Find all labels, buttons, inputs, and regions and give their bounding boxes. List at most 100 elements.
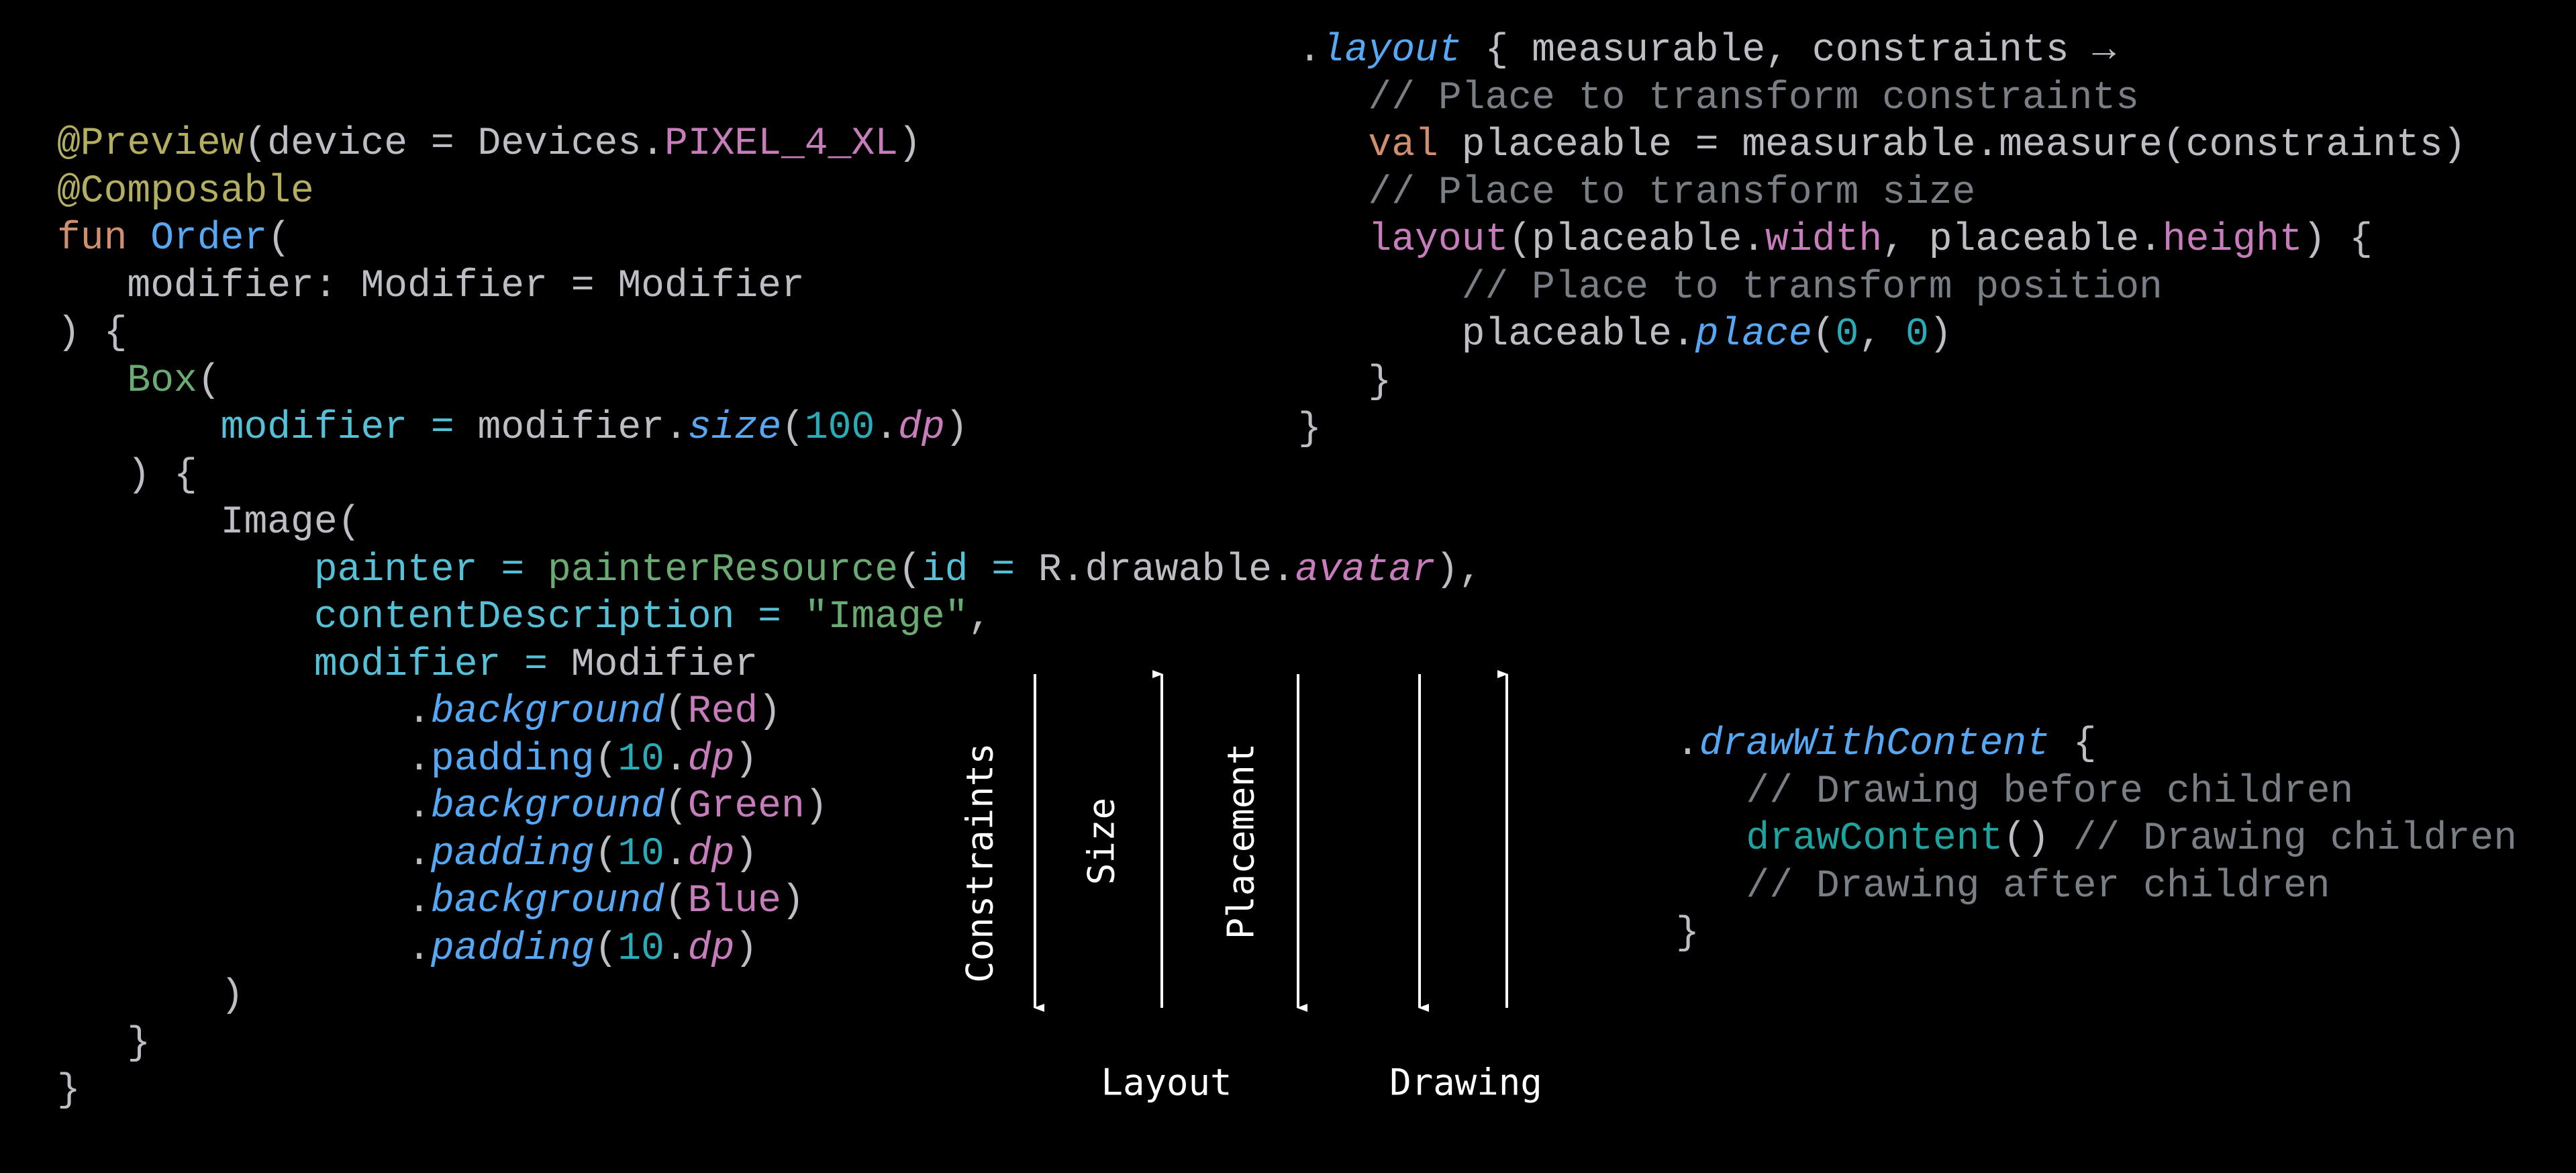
code-token: ( xyxy=(594,927,618,971)
code-token: } xyxy=(57,1069,81,1113)
code-line: } xyxy=(1298,406,2466,454)
code-token: // Drawing after children xyxy=(1676,864,2330,908)
code-line: modifier: Modifier = Modifier xyxy=(57,263,1482,311)
code-line: layout(placeable.width, placeable.height… xyxy=(1298,217,2466,265)
code-token: modifier = xyxy=(220,406,478,450)
code-token: dp xyxy=(687,737,735,782)
code-line: .padding(10.dp) xyxy=(57,831,1482,879)
code-token: ) xyxy=(944,406,969,450)
code-line: // Place to transform constraints xyxy=(1298,75,2466,123)
code-token: . xyxy=(57,880,431,923)
code-token: Order xyxy=(150,217,268,261)
code-token: placeable = measurable.measure(constrain… xyxy=(1461,124,2467,167)
code-token: , xyxy=(1859,313,1905,357)
code-token: 100 xyxy=(804,406,875,450)
phase-label-layout: Layout xyxy=(1101,1062,1232,1104)
arrow-label-constraints: Constraints xyxy=(959,743,1001,983)
code-token: ( xyxy=(594,832,618,876)
code-token: ) xyxy=(758,690,781,734)
code-line: } xyxy=(1676,910,2517,958)
code-line: @Composable xyxy=(57,169,1482,216)
code-line: } xyxy=(57,1021,1482,1068)
code-token: layout xyxy=(1321,29,1462,73)
code-token: id = xyxy=(921,548,1038,592)
code-token: width xyxy=(1765,218,1883,262)
code-token: modifier = xyxy=(313,643,571,687)
code-token: padding xyxy=(430,737,595,782)
code-token: ( xyxy=(664,880,688,923)
code-token: . xyxy=(57,690,431,734)
code-token: ( xyxy=(781,406,805,450)
code-token: ) xyxy=(734,832,758,876)
code-line: painter = painterResource(id = R.drawabl… xyxy=(57,547,1482,595)
code-token: place xyxy=(1695,313,1812,357)
code-token: . xyxy=(1676,722,1699,766)
code-line: modifier = Modifier xyxy=(57,642,1482,690)
code-token: . xyxy=(57,785,431,829)
code-token: ) { xyxy=(57,453,197,498)
code-token: drawWithContent xyxy=(1699,722,2050,766)
code-token: Modifier xyxy=(571,643,758,687)
code-token: background xyxy=(430,880,664,923)
code-token: avatar xyxy=(1295,548,1436,592)
code-line: // Place to transform size xyxy=(1298,170,2466,218)
code-line: fun Order( xyxy=(57,216,1482,263)
code-line: .padding(10.dp) xyxy=(57,737,1482,784)
code-line: @Preview(device = Devices.PIXEL_4_XL) xyxy=(57,121,1482,169)
code-token: ( xyxy=(197,359,221,403)
code-token: . xyxy=(57,737,431,782)
code-token: modifier: Modifier = Modifier xyxy=(57,264,805,308)
code-token: (device = Devices. xyxy=(244,122,664,166)
code-token: ) { xyxy=(57,312,128,355)
layout-modifier-code: .layout { measurable, constraints → // P… xyxy=(1298,28,2466,454)
code-token: painterResource xyxy=(547,548,899,592)
code-line: ) { xyxy=(57,310,1482,358)
order-composable-code: @Preview(device = Devices.PIXEL_4_XL)@Co… xyxy=(57,121,1482,1115)
code-line: ) xyxy=(57,973,1482,1021)
code-token: @Composable xyxy=(57,169,314,214)
code-token: ( xyxy=(267,217,291,261)
code-line: .background(Blue) xyxy=(57,878,1482,926)
code-token: // Place to transform constraints xyxy=(1298,76,2140,120)
code-token: dp xyxy=(687,832,735,876)
code-token: background xyxy=(430,690,664,734)
code-token: 0 xyxy=(1835,313,1859,357)
code-token: . xyxy=(664,737,688,782)
code-token: val xyxy=(1368,124,1462,167)
code-line: .padding(10.dp) xyxy=(57,926,1482,974)
code-token: , xyxy=(968,596,992,639)
code-line: } xyxy=(1298,359,2466,407)
code-token: ( xyxy=(594,737,618,782)
code-token: Box xyxy=(127,359,197,403)
code-token: , placeable. xyxy=(1882,218,2163,262)
code-token: dp xyxy=(898,406,945,450)
code-token: painter = xyxy=(313,548,548,592)
code-token: ) xyxy=(734,737,758,782)
code-line: val placeable = measurable.measure(const… xyxy=(1298,122,2466,170)
code-line: contentDescription = "Image", xyxy=(57,594,1482,642)
code-token: ( xyxy=(664,785,688,829)
code-token: dp xyxy=(687,927,735,971)
code-token: ) { xyxy=(2302,218,2373,262)
code-line: // Drawing after children xyxy=(1676,863,2517,911)
code-line: placeable.place(0, 0) xyxy=(1298,312,2466,359)
code-token: . xyxy=(875,406,899,450)
code-token: { measurable, constraints → xyxy=(1461,29,2116,73)
code-token: "Image" xyxy=(804,596,969,639)
arrow-label-placement: Placement xyxy=(1220,743,1262,940)
code-token: background xyxy=(430,785,664,829)
code-token: contentDescription = xyxy=(313,596,805,639)
arrow-label-size: Size xyxy=(1081,798,1123,885)
code-line: Image( xyxy=(57,500,1482,547)
code-token: drawContent xyxy=(1746,817,2003,861)
code-line: .drawWithContent { xyxy=(1676,721,2517,769)
code-token: ) xyxy=(1928,313,1952,357)
code-token: // Place to transform position xyxy=(1298,265,2163,310)
code-token: // Drawing children xyxy=(2073,817,2518,861)
code-token: ) xyxy=(898,122,922,166)
code-token: Blue xyxy=(687,880,781,923)
code-token: ( xyxy=(1812,313,1836,357)
code-token: . xyxy=(57,927,431,971)
code-token: ) xyxy=(734,927,758,971)
